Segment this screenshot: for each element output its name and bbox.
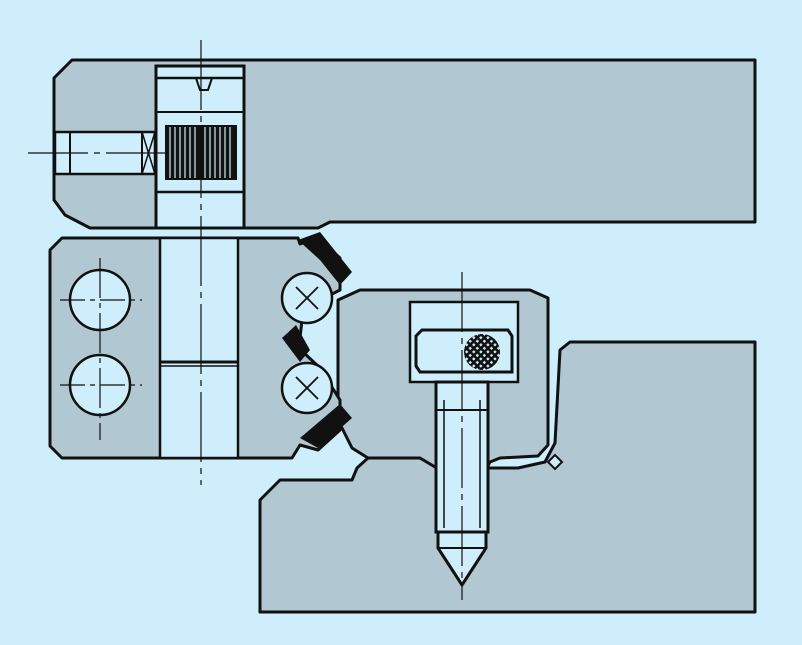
cage-upper xyxy=(298,232,352,285)
mounting-screw xyxy=(408,300,520,587)
screw-head-knurl xyxy=(464,334,500,370)
cage-middle xyxy=(282,325,310,362)
roller-cage xyxy=(282,232,352,448)
cage-lower xyxy=(300,404,352,448)
seal-marker xyxy=(546,453,564,471)
cross-rollers xyxy=(280,271,334,415)
bearing-notch xyxy=(195,77,213,91)
guide-slot xyxy=(158,236,240,460)
center-lines xyxy=(28,40,463,600)
